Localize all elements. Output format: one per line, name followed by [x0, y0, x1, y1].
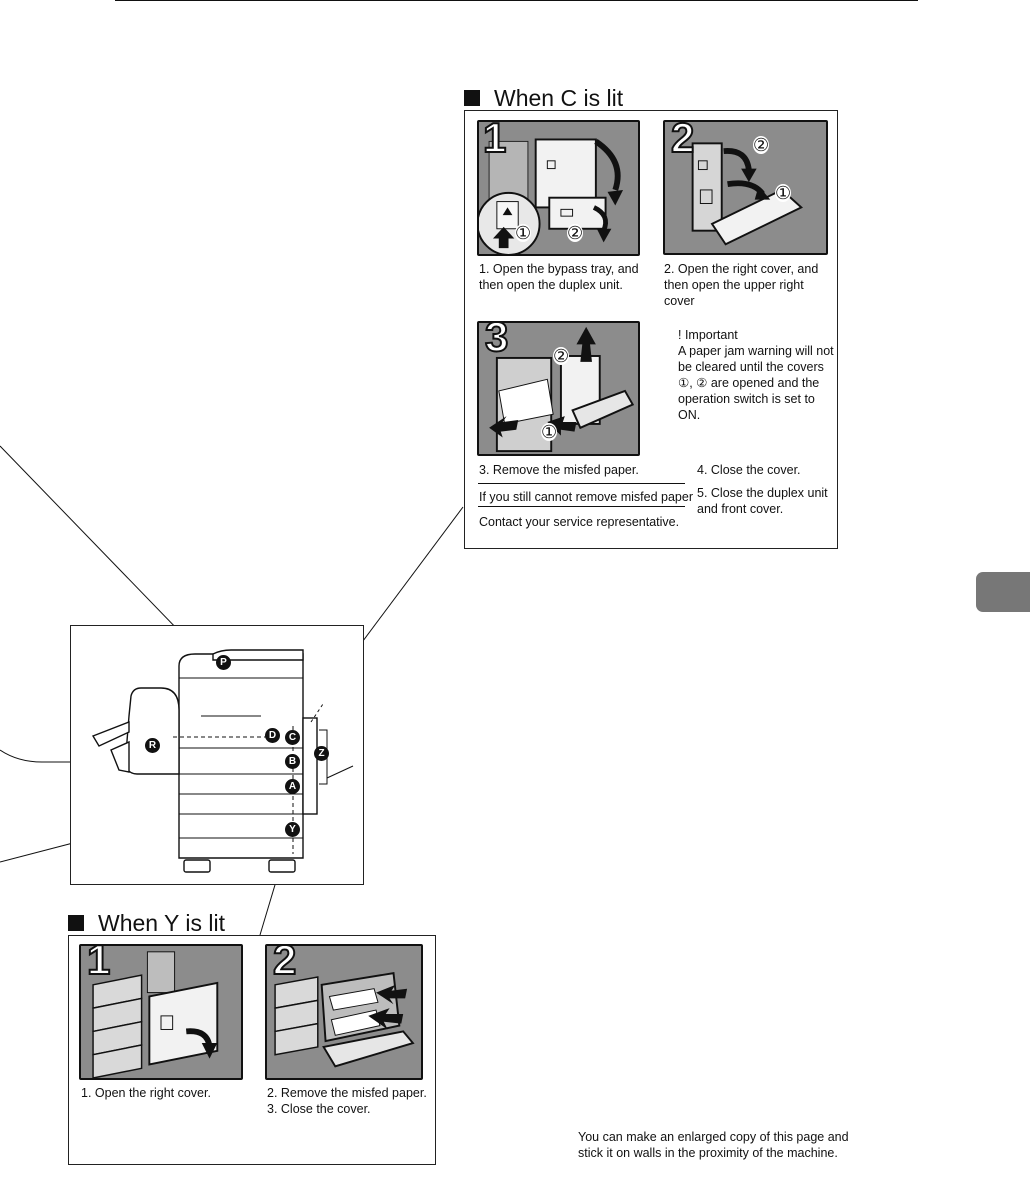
contact-service: Contact your service representative. — [479, 515, 680, 529]
step-badge-1: 1 — [86, 944, 111, 984]
remove-misfed-paper-illustration — [267, 946, 421, 1078]
callout-circle-1: ① — [541, 422, 558, 442]
step-c3-caption: 3. Remove the misfed paper. — [479, 463, 639, 477]
section-y-panel: 1 2 1. Open the right cover. 2. Remove t… — [68, 935, 436, 1165]
open-right-cover-illustration — [665, 122, 826, 253]
illustration-y1: 1 — [79, 944, 243, 1080]
step-c5-caption: 5. Close the duplex unit and front cover… — [697, 486, 828, 516]
label-b: B — [285, 754, 300, 769]
step-c4-caption: 4. Close the cover. — [697, 463, 801, 477]
section-y-title: When Y is lit — [68, 910, 225, 936]
step-y2-caption: 2. Remove the misfed paper. 3. Close the… — [267, 1086, 427, 1116]
label-a: A — [285, 779, 300, 794]
label-y: Y — [285, 822, 300, 837]
open-right-cover-illustration — [81, 946, 241, 1078]
machine-diagram: P D C B A Y R Z — [70, 625, 364, 885]
step-y1-caption: 1. Open the right cover. — [81, 1086, 211, 1100]
callout-circle-2: ② — [753, 135, 770, 155]
label-r: R — [145, 738, 160, 753]
step-badge-3: 3 — [484, 321, 509, 361]
label-p: P — [216, 655, 231, 670]
machine-outline — [91, 649, 354, 873]
illustration-c2: 2 ② ① — [663, 120, 828, 255]
top-rule — [115, 0, 918, 1]
label-c: C — [285, 730, 300, 745]
step-badge-1: 1 — [482, 120, 507, 162]
step-badge-2: 2 — [272, 944, 297, 984]
section-c-panel: 1 ① ② 2 ② ① 1. Open the bypass tray, and… — [464, 110, 838, 549]
illustration-c1: 1 ① ② — [477, 120, 640, 256]
step-c1-caption: 1. Open the bypass tray, and then open t… — [479, 262, 639, 292]
label-z: Z — [314, 746, 329, 761]
step-c2-caption: 2. Open the right cover, and then open t… — [664, 262, 819, 308]
remove-misfed-paper-illustration — [479, 323, 638, 454]
rule-still-bottom — [478, 506, 685, 507]
callout-circle-1: ① — [515, 223, 532, 243]
section-c-title: When C is lit — [464, 85, 623, 111]
step-badge-2: 2 — [670, 120, 695, 162]
still-cannot-remove: If you still cannot remove misfed paper — [479, 490, 693, 504]
square-bullet-icon — [464, 90, 480, 106]
important-heading: ! Important — [678, 328, 738, 342]
illustration-y2: 2 — [265, 944, 423, 1080]
rule-still-top — [478, 483, 685, 484]
chapter-tab — [976, 572, 1030, 612]
callout-circle-2: ② — [553, 346, 570, 366]
label-d: D — [265, 728, 280, 743]
callout-circle-2: ② — [567, 223, 584, 243]
square-bullet-icon — [68, 915, 84, 931]
callout-circle-1: ① — [775, 183, 792, 203]
important-body: A paper jam warning will not be cleared … — [678, 344, 834, 422]
illustration-c3: 3 ② ① — [477, 321, 640, 456]
footer-note: You can make an enlarged copy of this pa… — [578, 1130, 849, 1160]
